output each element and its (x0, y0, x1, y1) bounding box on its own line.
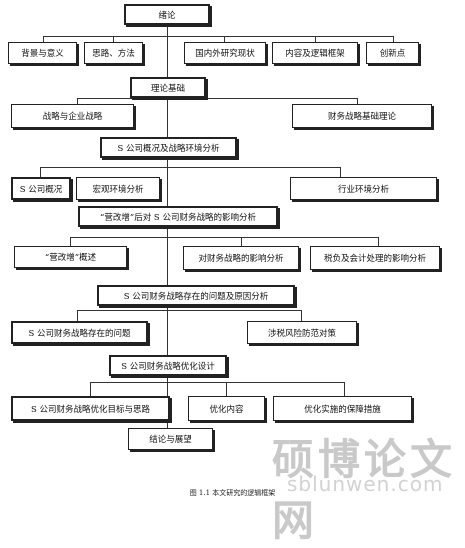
connector (70, 237, 71, 247)
connector (226, 382, 227, 397)
optimize-label: S 公司财务战略优化设计 (121, 361, 215, 372)
framework-label: 内容及逻辑框架 (285, 49, 345, 59)
connector (393, 36, 394, 44)
fin-impact-box: 对财务战略的影响分析 (183, 246, 299, 270)
risk-box: 涉税风险防范对策 (247, 321, 357, 344)
connector (378, 237, 379, 247)
strategy-box: 战略与企业战略 (11, 104, 134, 128)
problems-branch-bar (77, 310, 301, 311)
conclusion-label: 结论与展望 (149, 435, 192, 445)
macro-label: 宏观环境分析 (92, 184, 144, 195)
industry-label: 行业环境分析 (337, 184, 389, 195)
connector (113, 36, 114, 44)
literature-label: 国内外研究现状 (195, 49, 255, 59)
background-box: 背景与意义 (8, 42, 77, 64)
innovation-label: 创新点 (379, 49, 406, 59)
innovation-box: 创新点 (366, 42, 419, 64)
problems-label: S 公司财务战略存在的问题及原因分析 (123, 291, 269, 302)
tax-impact-box: 税负及会计处理的影响分析 (310, 246, 440, 270)
content-box: 优化内容 (188, 396, 265, 421)
tax-impact-label: 税负及会计处理的影响分析 (323, 254, 426, 264)
approach-label: 思路、方法 (92, 49, 135, 59)
intro-branch-bar (43, 36, 393, 37)
connector (241, 237, 242, 247)
overview-box: S 公司概况及战略环境分析 (100, 137, 237, 158)
vat-branch-bar (70, 237, 378, 238)
existing-box: S 公司财务战略存在的问题 (11, 321, 148, 344)
risk-label: 涉税风险防范对策 (267, 328, 336, 339)
connector (90, 382, 91, 397)
goals-label: S 公司财务战略优化目标与思路 (30, 404, 151, 415)
existing-label: S 公司财务战略存在的问题 (28, 328, 131, 339)
approach-box: 思路、方法 (84, 42, 143, 64)
overview-label: S 公司概况及战略环境分析 (117, 143, 220, 154)
connector (344, 382, 345, 397)
intro-label: 绪论 (158, 10, 176, 21)
intro-box: 绪论 (124, 4, 210, 25)
flowchart-canvas: 绪论 背景与意义 思路、方法 国内外研究现状 内容及逻辑框架 创新点 理论基础 … (8, 4, 452, 545)
overview-branch-bar (40, 167, 340, 168)
company-box: S 公司概况 (11, 177, 71, 200)
content-label: 优化内容 (209, 404, 244, 415)
industry-box: 行业环境分析 (290, 177, 437, 200)
macro-box: 宏观环境分析 (76, 177, 160, 200)
literature-box: 国内外研究现状 (184, 42, 266, 64)
conclusion-box: 结论与展望 (128, 428, 213, 450)
optimize-branch-bar (90, 382, 344, 383)
connector (224, 36, 225, 44)
connector (77, 98, 78, 106)
connector (40, 167, 41, 177)
strategy-label: 战略与企业战略 (42, 112, 103, 122)
connector (340, 167, 341, 177)
vat-impact-box: “营改增”后对 S 公司财务战略的影响分析 (78, 206, 278, 227)
spine-connector (167, 24, 168, 431)
figure-caption: 图 1.1 本文研究的逻辑框架 (189, 489, 276, 497)
finance-theory-box: 财务战略基础理论 (292, 104, 432, 128)
vat-overview-box: “营改增”概述 (14, 246, 127, 268)
connector (357, 98, 358, 106)
framework-box: 内容及逻辑框架 (272, 42, 358, 64)
vat-impact-label: “营改增”后对 S 公司财务战略的影响分析 (100, 212, 256, 223)
vat-overview-label: “营改增”概述 (44, 253, 97, 263)
measures-label: 优化实施的保障措施 (304, 404, 381, 415)
connector (43, 36, 44, 44)
connector (301, 310, 302, 322)
company-label: S 公司概况 (19, 184, 63, 195)
theory-label: 理论基础 (150, 83, 185, 94)
connector (77, 310, 78, 322)
finance-theory-label: 财务战略基础理论 (327, 112, 396, 122)
optimize-box: S 公司财务战略优化设计 (109, 355, 227, 376)
background-label: 背景与意义 (21, 49, 64, 59)
goals-box: S 公司财务战略优化目标与思路 (11, 396, 170, 421)
fin-impact-label: 对财务战略的影响分析 (198, 254, 284, 264)
connector (315, 36, 316, 44)
measures-box: 优化实施的保障措施 (273, 396, 412, 421)
theory-box: 理论基础 (130, 77, 206, 98)
theory-branch-bar (77, 98, 357, 99)
problems-box: S 公司财务战略存在的问题及原因分析 (97, 285, 295, 306)
watermark-url: sblunwen.com (287, 472, 444, 496)
